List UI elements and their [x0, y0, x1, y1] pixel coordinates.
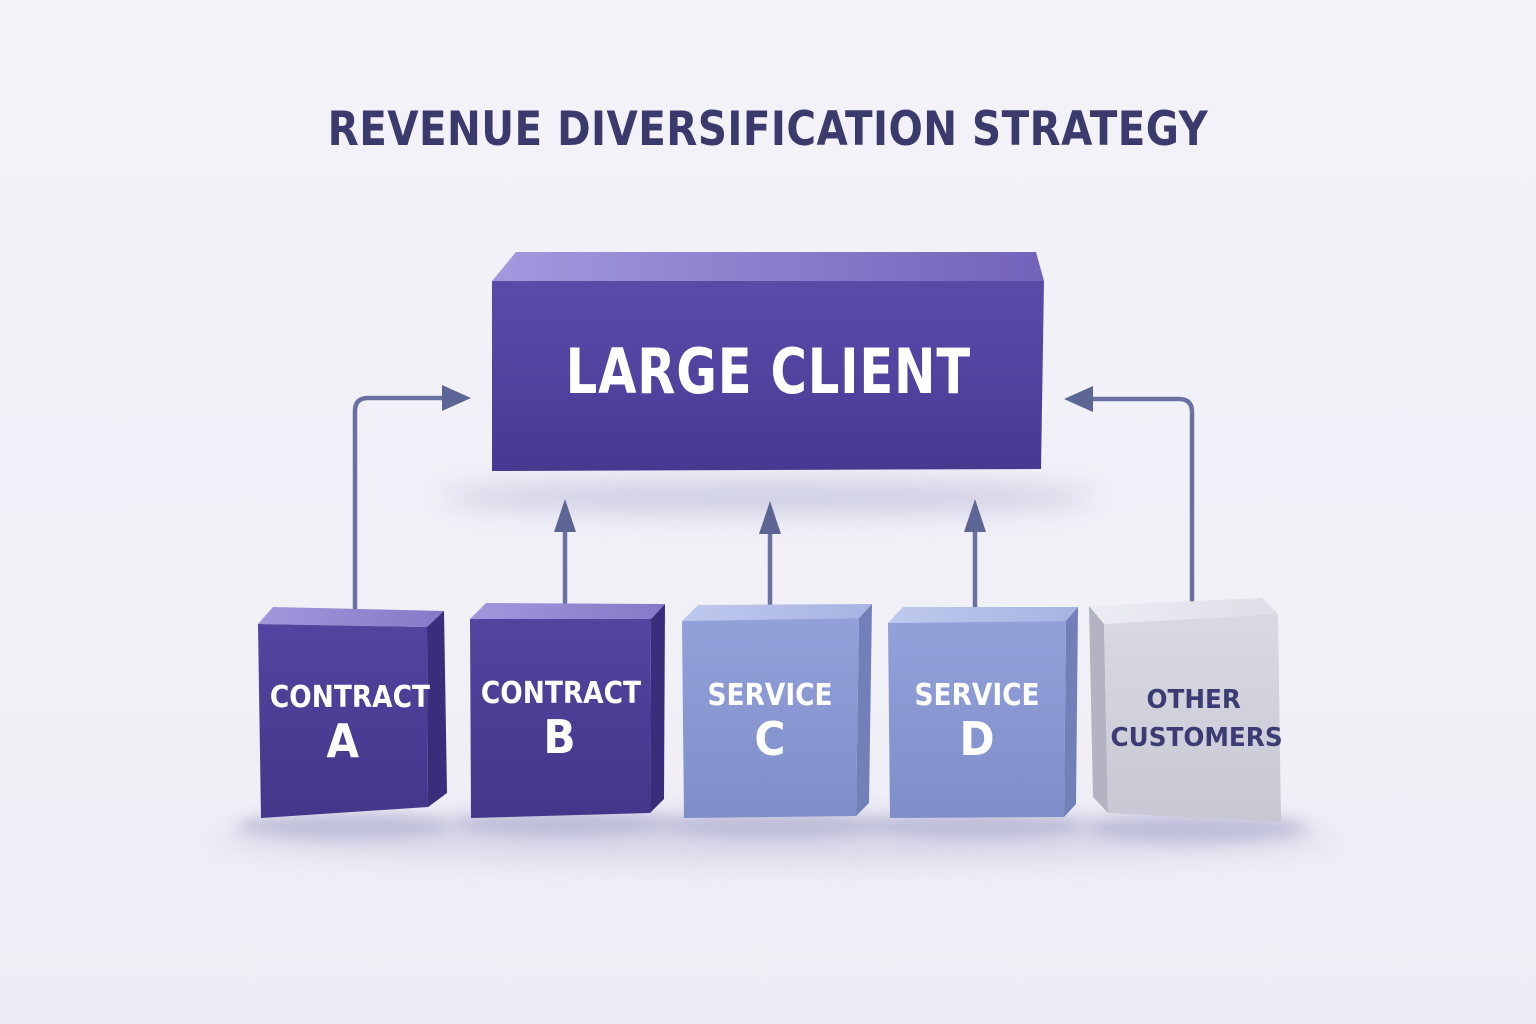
- box-other-customers: [1089, 598, 1281, 822]
- box-contract-b-top-face: [470, 603, 665, 619]
- label-service-c: SERVICE C: [684, 678, 856, 766]
- box-service-c-side-face: [856, 604, 872, 816]
- label-other-customers-line2: CUSTOMERS: [1110, 723, 1283, 753]
- label-contract-a-line2: A: [326, 714, 360, 768]
- box-contract-a: [258, 607, 447, 818]
- hub-box-front-face: [492, 281, 1044, 471]
- label-contract-b-line2: B: [543, 710, 577, 764]
- arrow-service-c-to-hub: [759, 501, 781, 620]
- label-service-d-line1: SERVICE: [914, 678, 1040, 713]
- label-service-c-line2: C: [754, 712, 786, 766]
- page-title: REVENUE DIVERSIFICATION STRATEGY: [0, 104, 1536, 156]
- label-contract-b-line1: CONTRACT: [480, 676, 641, 711]
- box-service-d-side-face: [1064, 607, 1078, 817]
- hub-label-large-client: LARGE CLIENT: [492, 340, 1044, 404]
- box-service-c-front-face: [682, 618, 859, 818]
- box-contract-a-front-face: [258, 624, 428, 818]
- shadow-contract-b: [450, 811, 674, 837]
- arrow-service-d-to-hub: [964, 499, 986, 618]
- shadow-other-customers: [1084, 814, 1308, 842]
- hub-label-text: LARGE CLIENT: [565, 335, 971, 408]
- label-other-customers-line1: OTHER: [1146, 685, 1242, 715]
- box-contract-a-top-face: [258, 607, 444, 627]
- box-contract-b-side-face: [650, 604, 665, 813]
- box-service-c: [682, 604, 872, 818]
- box-other-customers-front-face: [1104, 614, 1281, 822]
- box-contract-a-side-face: [427, 611, 447, 807]
- hub-shadow: [438, 481, 1098, 513]
- arrow-contract-b-to-hub: [554, 499, 576, 618]
- box-service-c-top-face: [682, 604, 872, 621]
- label-contract-a: CONTRACT A: [259, 680, 430, 768]
- box-service-d-top-face: [888, 607, 1078, 623]
- label-contract-a-line1: CONTRACT: [269, 680, 430, 715]
- box-service-d-front-face: [888, 621, 1066, 818]
- label-service-c-line1: SERVICE: [707, 678, 833, 713]
- label-service-d-line2: D: [959, 712, 995, 766]
- shadow-service-d: [868, 813, 1088, 839]
- box-other-customers-side-face: [1089, 606, 1108, 813]
- arrow-other-customers-to-hub: [1064, 386, 1195, 606]
- page-title-text: REVENUE DIVERSIFICATION STRATEGY: [327, 102, 1209, 157]
- box-other-customers-top-face: [1089, 598, 1278, 624]
- shadow-service-c: [662, 813, 882, 839]
- label-contract-b: CONTRACT B: [470, 676, 650, 764]
- arrow-contract-a-to-hub: [352, 385, 471, 616]
- shadow-contract-a: [237, 813, 453, 839]
- hub-box-top-face: [492, 252, 1044, 281]
- box-contract-b-front-face: [470, 619, 651, 818]
- hub-box-large-client: [492, 252, 1044, 471]
- label-service-d: SERVICE D: [890, 678, 1064, 766]
- label-other-customers: OTHER CUSTOMERS: [1106, 684, 1283, 754]
- box-contract-b: [470, 603, 665, 818]
- box-service-d: [888, 607, 1078, 818]
